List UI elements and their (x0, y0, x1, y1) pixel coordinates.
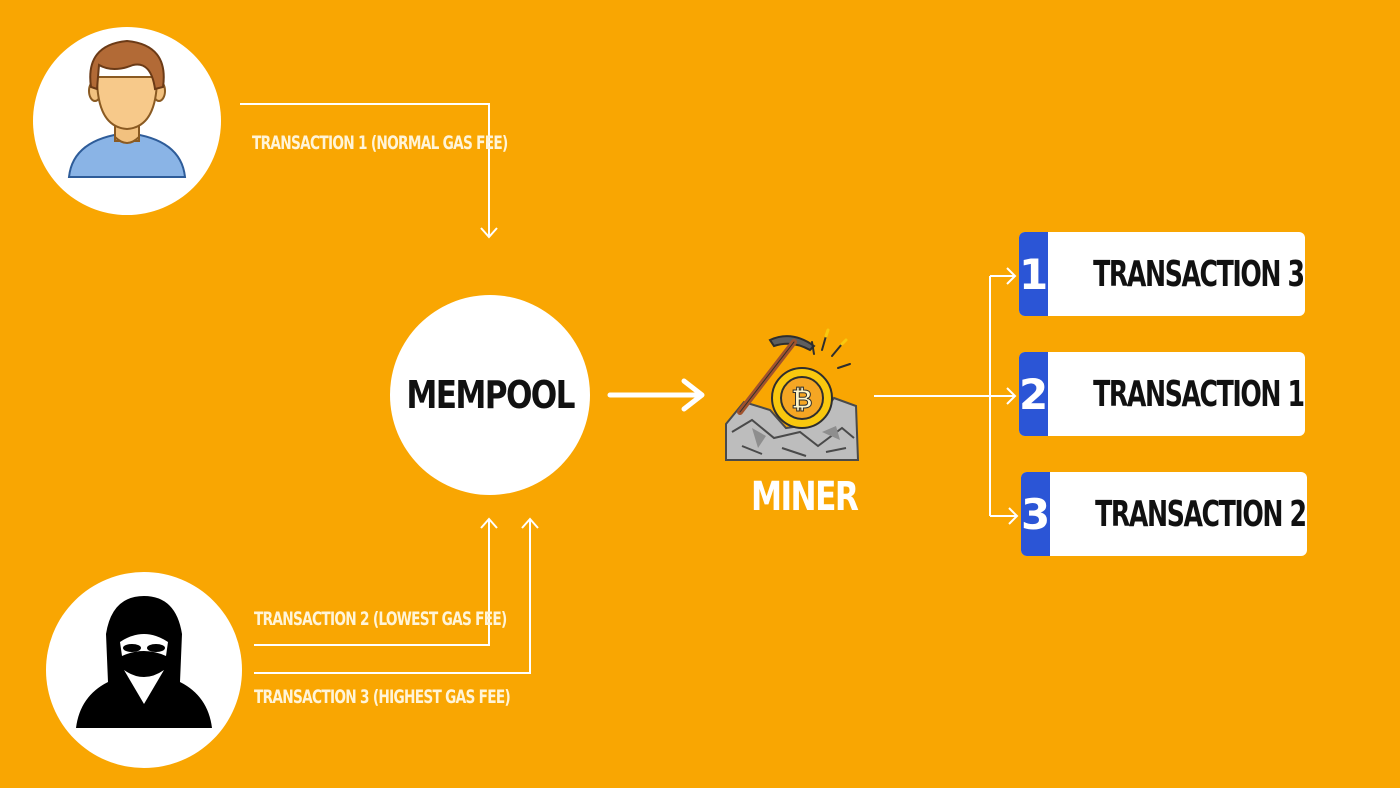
edge-label-tx3: TRANSACTION 3 (HIGHEST GAS FEE) (254, 686, 511, 708)
edge-label-tx2: TRANSACTION 2 (LOWEST GAS FEE) (254, 608, 507, 630)
rank-card-1: 1 TRANSACTION 3 (1019, 232, 1305, 316)
rank-label-text: TRANSACTION 2 (1095, 493, 1307, 535)
edge-label-tx1: TRANSACTION 1 (NORMAL GAS FEE) (252, 132, 508, 154)
hooded-hacker-icon (76, 596, 212, 728)
hacker-avatar-circle (46, 572, 242, 768)
mempool-node: MEMPOOL (390, 295, 590, 495)
edge-tx1-line (240, 103, 490, 236)
miner-label: MINER (751, 474, 859, 520)
rank-number: 1 (1019, 232, 1049, 316)
rank-label: TRANSACTION 2 (1050, 472, 1307, 556)
edge-branch-1-arrowhead (1006, 267, 1017, 285)
rank-label: TRANSACTION 3 (1048, 232, 1305, 316)
rank-card-3: 3 TRANSACTION 2 (1021, 472, 1307, 556)
user-avatar-circle (33, 27, 221, 215)
edge-mempool-miner-arrowhead (681, 378, 705, 412)
edge-tx3-line (254, 520, 531, 674)
mempool-label: MEMPOOL (406, 373, 575, 417)
bitcoin-mining-pickaxe-icon: ₿ (725, 328, 860, 461)
edge-tx3-arrowhead (521, 517, 539, 529)
rank-label-text: TRANSACTION 1 (1093, 373, 1305, 415)
user-avatar-icon (67, 39, 187, 178)
edge-tx2-line (254, 520, 490, 646)
rank-number: 3 (1021, 472, 1051, 556)
edge-branch-3-arrowhead (1008, 507, 1019, 525)
rank-number: 2 (1019, 352, 1049, 436)
edge-branch-2-arrowhead (1006, 387, 1017, 405)
rank-card-2: 2 TRANSACTION 1 (1019, 352, 1305, 436)
rank-label-text: TRANSACTION 3 (1093, 253, 1305, 295)
rank-label: TRANSACTION 1 (1048, 352, 1305, 436)
edge-tx2-arrowhead (480, 517, 498, 529)
edge-tx1-arrowhead (480, 227, 498, 239)
svg-text:₿: ₿ (791, 385, 812, 415)
